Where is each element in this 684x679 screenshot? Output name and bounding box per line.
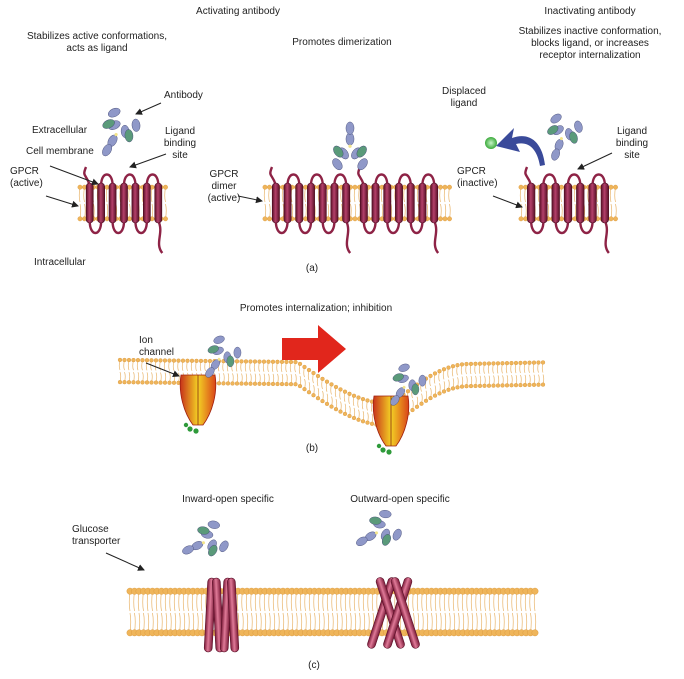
gpcr-dimer-right (357, 166, 440, 254)
antibodies (102, 107, 583, 557)
ion-channel-pointer (145, 362, 180, 378)
antibody-outward (356, 509, 402, 547)
left-caption-line-2: acts as ligand (66, 43, 128, 54)
gpcr-inactive-line-1: GPCR (457, 166, 486, 177)
gpcr-inactive (524, 166, 610, 254)
panel-c-letter: (c) (308, 660, 320, 671)
antibody-ion-internalized (390, 363, 427, 406)
gpcr-active-line-1: GPCR (10, 166, 39, 177)
ligand-right-line-2: binding (615, 138, 649, 149)
gpcr-active-pointer (45, 195, 79, 208)
gpcr-dimer-pointer (237, 195, 263, 204)
displaced-ligand-sphere (485, 137, 497, 149)
pointer-arrows (45, 102, 613, 571)
antibody-label: Antibody (164, 90, 203, 101)
panel-b-letter: (b) (305, 443, 319, 454)
ligand-label-line-3: site (172, 150, 188, 161)
transporter-inward (203, 577, 240, 653)
ion-channel-line-2: channel (139, 347, 175, 358)
displacement-arrow (496, 128, 545, 166)
ligand-label-line-1: Ligand (164, 126, 196, 137)
gpcr-inactive-label: GPCR (inactive) (457, 166, 498, 190)
gpcr-dimer-line-3: (active) (207, 193, 241, 204)
ligand-label-line-2: binding (163, 138, 197, 149)
activating-antibody-title: Activating antibody (196, 6, 280, 17)
intracellular-label: Intracellular (34, 257, 86, 268)
displaced-ligand-label: Displaced ligand (442, 86, 486, 110)
inactivating-antibody-title: Inactivating antibody (544, 6, 636, 17)
antibody-inactivating (547, 113, 583, 161)
ligand-site-pointer-left (129, 153, 167, 169)
ligand-binding-site-label-right: Ligand binding site (616, 126, 648, 162)
right-caption-line-2: blocks ligand, or increases (531, 38, 649, 49)
middle-caption: Promotes dimerization (292, 37, 392, 48)
right-caption-line-3: receptor internalization (539, 50, 641, 61)
gpcr-inactive-line-2: (inactive) (457, 178, 498, 189)
gpcr-dimer-left (269, 166, 352, 254)
glucose-transporter-line-1: Glucose (72, 524, 109, 535)
antibody-ion-surface (205, 335, 242, 378)
right-caption: Stabilizes inactive conformation, blocks… (519, 26, 662, 62)
ligand-binding-site-label-left: Ligand binding site (164, 126, 196, 162)
cell-membrane-label: Cell membrane (26, 146, 94, 157)
gpcr-active-label: GPCR (active) (10, 166, 43, 190)
transporter-pointer (105, 552, 145, 571)
glucose-transporter-line-2: transporter (72, 536, 121, 547)
antibody-dimerizing (332, 121, 368, 171)
gpcr-active-line-2: (active) (10, 178, 43, 189)
right-caption-line-1: Stabilizes inactive conformation, (518, 26, 662, 37)
gpcr-dimer-label: GPCR dimer (active) (208, 169, 241, 205)
proteins (83, 166, 610, 653)
membrane-pointer (49, 165, 99, 186)
displaced-ligand-line-1: Displaced (442, 86, 486, 97)
antibody-inward (182, 520, 229, 557)
gpcr-active (83, 166, 164, 254)
ligand-right-line-3: site (624, 150, 640, 161)
inward-open-title: Inward-open specific (182, 494, 274, 505)
panel-b-title: Promotes internalization; inhibition (239, 303, 393, 314)
ion-channel-surface (179, 374, 217, 434)
ion-channel-internalized (372, 395, 410, 455)
gpcr-dimer-line-1: GPCR (209, 169, 239, 180)
panel-a-letter: (a) (305, 263, 319, 274)
ligand-right-line-1: Ligand (616, 126, 648, 137)
membranes (77, 184, 618, 637)
left-caption-line-1: Stabilizes active conformations, (26, 31, 168, 42)
internalization-arrow (282, 325, 346, 373)
gpcr-dimer-line-2: dimer (211, 181, 237, 192)
antibody-activating (102, 107, 141, 157)
ligand-site-pointer-right (577, 152, 613, 170)
displaced-ligand-line-2: ligand (450, 98, 478, 109)
antibody-pointer (135, 102, 162, 115)
gpcr-inactive-pointer (492, 195, 523, 209)
ion-channel-line-1: Ion (139, 335, 153, 346)
ion-channel-label: Ion channel (139, 335, 174, 359)
extracellular-label: Extracellular (32, 125, 88, 136)
glucose-transporter-label: Glucose transporter (72, 524, 120, 548)
outward-open-title: Outward-open specific (350, 494, 450, 505)
transporter-outward (367, 577, 420, 649)
left-caption: Stabilizes active conformations, acts as… (27, 31, 167, 55)
membrane-transporter (126, 587, 539, 637)
